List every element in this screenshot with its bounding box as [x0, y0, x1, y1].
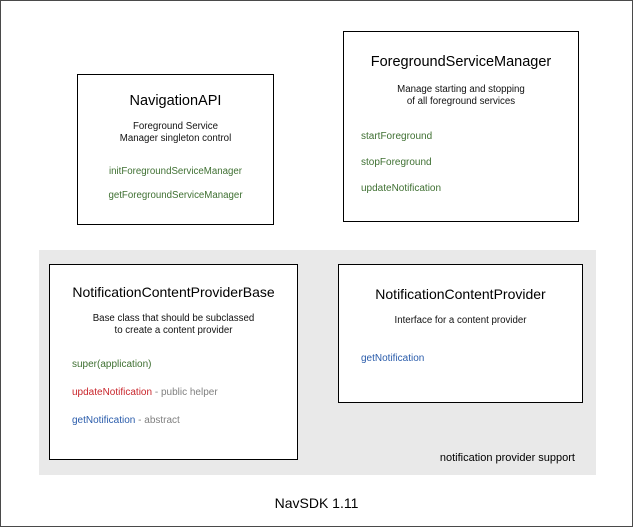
member-annotation: - abstract [135, 414, 180, 426]
member-name: updateNotification [72, 386, 153, 398]
member-item[interactable]: stopForeground [361, 157, 578, 168]
group-panel-label: notification provider support [439, 452, 575, 464]
class-description-line: Foreground Service [132, 121, 219, 132]
member-item[interactable]: initForegroundServiceManager [78, 166, 273, 177]
class-title-navigation-api: NavigationAPI [129, 93, 222, 109]
member-list-navigation-api: initForegroundServiceManager getForegrou… [78, 166, 273, 201]
member-list-foreground-service-manager: startForeground stopForeground updateNot… [344, 131, 578, 194]
class-box-notification-content-provider-base[interactable]: NotificationContentProviderBase Base cla… [49, 264, 298, 460]
member-name: getNotification [72, 414, 136, 426]
member-item[interactable]: startForeground [361, 131, 578, 142]
member-name: getForegroundServiceManager [108, 189, 243, 201]
class-box-navigation-api[interactable]: NavigationAPI Foreground Service Manager… [77, 74, 274, 225]
class-description-line: Manager singleton control [119, 133, 232, 145]
member-name: initForegroundServiceManager [108, 165, 242, 177]
class-description-navigation-api: Foreground Service Manager singleton con… [78, 121, 273, 146]
class-title-notification-content-provider: NotificationContentProvider [375, 286, 546, 302]
class-box-notification-content-provider[interactable]: NotificationContentProvider Interface fo… [338, 264, 583, 403]
member-list-notification-content-provider: getNotification [339, 353, 582, 364]
member-name: super(application) [72, 358, 152, 370]
class-description-line: of all foreground services [406, 96, 516, 108]
class-description-line: to create a content provider [114, 325, 233, 337]
member-item[interactable]: updateNotification - public helper [72, 387, 297, 398]
member-name: startForeground [361, 130, 433, 142]
class-title-notification-content-provider-base: NotificationContentProviderBase [72, 284, 275, 300]
member-annotation: - public helper [152, 386, 218, 398]
member-list-notification-content-provider-base: super(application) updateNotification - … [50, 359, 297, 426]
class-description-line: Manage starting and stopping [397, 84, 525, 95]
class-description-line: Interface for a content provider [394, 315, 527, 326]
class-description-foreground-service-manager: Manage starting and stopping of all fore… [344, 84, 578, 109]
member-item[interactable]: getNotification - abstract [72, 415, 297, 426]
footer-caption: NavSDK 1.11 [274, 495, 359, 511]
member-name: updateNotification [361, 182, 442, 194]
member-item[interactable]: updateNotification [361, 183, 578, 194]
member-item[interactable]: getNotification [361, 353, 582, 364]
class-description-notification-content-provider: Interface for a content provider [339, 315, 582, 327]
member-name: getNotification [361, 353, 425, 365]
class-description-notification-content-provider-base: Base class that should be subclassed to … [50, 313, 297, 338]
member-item[interactable]: super(application) [72, 359, 297, 370]
class-title-foreground-service-manager: ForegroundServiceManager [370, 54, 552, 70]
class-description-line: Base class that should be subclassed [92, 313, 255, 324]
member-item[interactable]: getForegroundServiceManager [78, 190, 273, 201]
class-box-foreground-service-manager[interactable]: ForegroundServiceManager Manage starting… [343, 31, 579, 222]
member-name: stopForeground [361, 156, 432, 168]
